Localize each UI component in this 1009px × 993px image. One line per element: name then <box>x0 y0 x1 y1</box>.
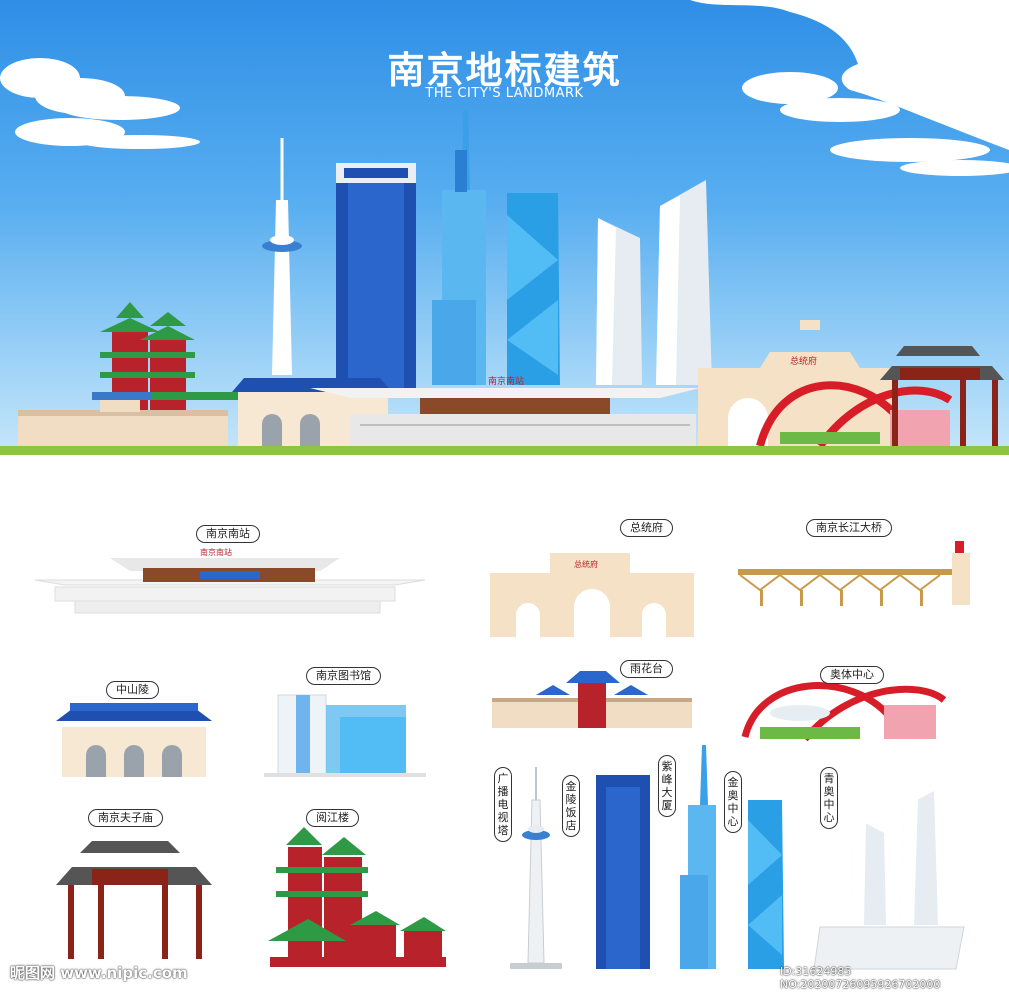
jinao-center-skyline <box>507 193 560 385</box>
label-jinao-center: 金奥中心 <box>724 771 742 833</box>
zifeng-tower-skyline <box>432 110 486 385</box>
catalog-illustrations: 南京南站 总统府 <box>34 541 970 970</box>
label-yuhuatai: 雨花台 <box>620 660 673 678</box>
jinling-hotel-illustration <box>596 775 650 969</box>
yuhuatai-skyline <box>18 400 228 446</box>
jinling-hotel-skyline <box>336 163 416 393</box>
station-sign-skyline: 南京南站 <box>488 375 524 387</box>
label-jinling-hotel: 金陵饭店 <box>562 775 580 837</box>
label-yuejiang-tower: 阅江楼 <box>306 809 359 827</box>
label-nanjing-south-station: 南京南站 <box>196 525 260 543</box>
yuhuatai-illustration <box>492 671 692 728</box>
label-zifeng-tower: 紫峰大厦 <box>658 755 676 817</box>
youth-olympic-center-skyline <box>596 180 712 385</box>
page-title: 南京地标建筑 <box>387 49 622 92</box>
page-subtitle: THE CITY'S LANDMARK <box>425 86 584 101</box>
palace-sign-catalog: 总统府 <box>574 559 598 569</box>
mausoleum-illustration <box>56 703 212 777</box>
yuejiang-tower-illustration <box>268 827 446 967</box>
label-olympic-center: 奥体中心 <box>820 666 884 684</box>
confucius-gate-skyline <box>880 346 1004 446</box>
label-nanjing-library: 南京图书馆 <box>306 667 381 685</box>
label-tv-tower: 广播电视塔 <box>494 767 512 842</box>
ground-strip <box>0 446 1009 455</box>
library-illustration <box>264 694 426 777</box>
label-youth-olympic-center: 青奥中心 <box>820 767 838 829</box>
olympic-center-illustration <box>741 682 947 742</box>
youth-olympic-center-illustration <box>813 791 965 970</box>
label-sun-yatsen-mausoleum: 中山陵 <box>106 681 159 699</box>
tv-tower-illustration <box>510 767 562 969</box>
zifeng-tower-illustration <box>680 745 716 969</box>
olympic-center-skyline <box>756 381 953 449</box>
watermark-site: 昵图网 www.nipic.com <box>10 964 188 982</box>
label-yangtze-bridge: 南京长江大桥 <box>806 519 892 537</box>
jinao-center-illustration <box>748 800 784 969</box>
presidential-palace-skyline <box>698 320 898 446</box>
station-sign-catalog: 南京南站 <box>200 547 232 557</box>
palace-sign-skyline: 总统府 <box>790 355 817 367</box>
south-station-skyline <box>310 388 700 446</box>
skyline-banner: 南京南站 总统府 南京地标建筑 THE CITY'S LAND <box>0 0 1009 455</box>
south-station-illustration <box>34 558 426 614</box>
watermark-id: ID:31624985 NO:20200726095926702000 <box>780 965 941 991</box>
cloud-left <box>0 58 200 149</box>
yuejiang-tower-skyline <box>92 302 245 410</box>
label-confucius-temple: 南京夫子庙 <box>88 809 163 827</box>
confucius-gate-illustration <box>56 841 212 959</box>
yangtze-bridge-illustration <box>738 541 970 606</box>
tv-tower-skyline <box>262 138 302 375</box>
cloud-right <box>690 0 1009 176</box>
landmark-catalog: 南京南站 总统府 <box>0 455 1009 993</box>
presidential-palace-illustration <box>490 553 694 637</box>
skyline-illustration: 南京南站 总统府 <box>0 0 1009 455</box>
label-presidential-palace: 总统府 <box>620 519 673 537</box>
